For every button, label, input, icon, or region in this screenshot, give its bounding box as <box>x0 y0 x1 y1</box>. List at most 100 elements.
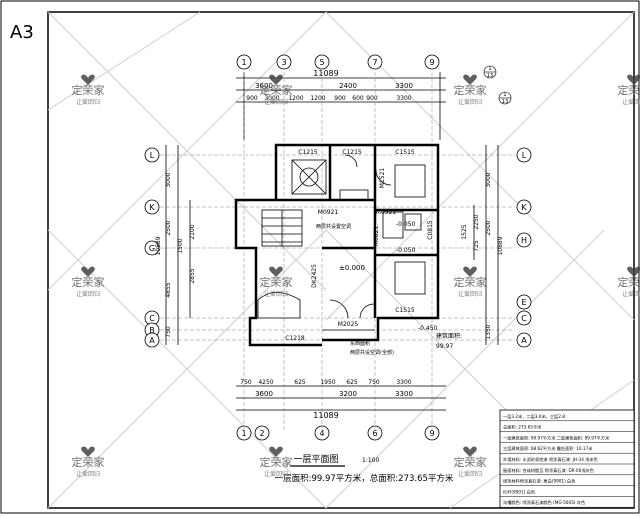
door-label-5: M2025 <box>338 321 359 328</box>
overall-width-top: 11089 <box>313 69 338 78</box>
watermark-slogan: 让爱回归 <box>76 470 100 478</box>
watermark-brand: 定荣家 <box>454 275 487 289</box>
watermark-brand: 定荣家 <box>260 275 293 289</box>
bottom-segment-dim: 4250 <box>258 379 273 386</box>
left-dim: 1500 <box>177 238 184 253</box>
window-label-1: C1215 <box>298 149 318 156</box>
watermark-slogan: 让爱回归 <box>264 98 288 106</box>
top-segment-dim: 900 <box>334 95 346 102</box>
area-caption: 建筑面积: <box>436 332 462 340</box>
watermark-slogan: 让爱回归 <box>458 98 482 106</box>
window-label-3: C1515 <box>395 149 415 156</box>
bottom-mid-dim: 3300 <box>395 390 413 398</box>
bottom-segment-dim: 3300 <box>396 379 411 386</box>
bottom-segment-dim: 750 <box>240 379 252 386</box>
axis-label-top: 9 <box>429 58 434 67</box>
bottom-segment-dim: 625 <box>294 379 306 386</box>
axis-label-left: A <box>149 336 155 345</box>
area-summary: 一层面积:99.97平方米，总面积:273.65平方米 <box>275 473 454 484</box>
title-block-row: 栏杆(9901) 白色 <box>503 488 536 495</box>
axis-label-left: L <box>150 151 155 160</box>
door-label-2: M0921 <box>376 209 397 216</box>
top-segment-dim: 3300 <box>396 95 411 102</box>
overall-depth-left: 10889 <box>155 236 162 255</box>
door-label-6: DK2425 <box>311 264 318 288</box>
bottom-segment-dim: 1950 <box>320 379 335 386</box>
door-label-3: M1521 <box>379 168 386 189</box>
axis-label-right: K <box>521 203 527 212</box>
top-segment-dim: 900 <box>246 95 258 102</box>
top-mid-dim: 2400 <box>339 82 357 90</box>
room-note-3: 两层共设空调(全部) <box>350 349 394 356</box>
left-dim: 2100 <box>189 224 196 239</box>
top-segment-dim: 900 <box>366 95 378 102</box>
top-segment-dim: 1200 <box>310 95 325 102</box>
watermark-brand: 定荣家 <box>454 83 487 97</box>
watermark-brand: 定荣家 <box>260 455 293 469</box>
axis-label-bottom: 2 <box>259 429 264 438</box>
right-dim: 1525 <box>461 224 468 239</box>
watermark-brand: 定荣家 <box>260 83 293 97</box>
bottom-segment-dim: 625 <box>346 379 358 386</box>
watermark-slogan: 让爱回归 <box>458 470 482 478</box>
door-label-4: M0821 <box>373 226 380 247</box>
axis-label-top: 7 <box>372 58 377 67</box>
title-block-row: 一层3.2米，二层3.0米，三层2.8 <box>503 413 565 420</box>
right-dim: 3000 <box>485 172 492 187</box>
right-dim: 1350 <box>485 324 492 339</box>
watermark-brand: 定荣家 <box>618 275 640 289</box>
right-dim: 10889 <box>497 236 504 255</box>
left-dim: 3000 <box>165 172 172 187</box>
right-dim: 725 <box>473 240 480 252</box>
title-block-row: 总面积: 273.65平米 <box>503 424 542 431</box>
bottom-segment-dim: 750 <box>368 379 380 386</box>
left-dim: 2500 <box>165 220 172 235</box>
title-block-row: 外墙材料: 水泥砂浆底漆 喷涂真石漆: JH-34 浅米色 <box>503 456 599 463</box>
watermark-brand: 定荣家 <box>618 83 640 97</box>
bottom-mid-dim: 3600 <box>255 390 273 398</box>
room-note-1: 东西面积 <box>350 340 370 347</box>
window-label-2: C1215 <box>342 149 362 156</box>
axis-label-right: L <box>522 151 527 160</box>
bottom-mid-dim: 3200 <box>339 390 357 398</box>
left-dim: 750 <box>165 326 172 338</box>
area-value: 99.97 <box>436 343 453 350</box>
watermark-brand: 定荣家 <box>72 455 105 469</box>
room-note-2: 两层共设置空调 <box>316 223 351 230</box>
watermark-slogan: 让爱回归 <box>622 290 640 298</box>
title-block-row: 屋面材料: 合成树脂瓦 喷涂真石漆: DR-06浅灰色 <box>503 467 595 474</box>
section-mark-1-top: 1 <box>488 66 491 72</box>
drawing-scale: 1:100 <box>362 457 379 464</box>
section-mark-2-top: 1 <box>503 92 506 98</box>
axis-label-bottom: 1 <box>241 429 246 438</box>
top-segment-dim: 600 <box>352 95 364 102</box>
axis-label-top: 5 <box>319 58 324 67</box>
watermark-slogan: 让爱回归 <box>458 290 482 298</box>
watermark-slogan: 让爱回归 <box>264 290 288 298</box>
watermark-slogan: 让爱回归 <box>76 290 100 298</box>
level-mark-2: -0.050 <box>396 221 416 228</box>
section-mark-1-bottom: 13 <box>487 73 493 79</box>
left-dim: 2855 <box>189 268 196 283</box>
section-mark-2-bottom: 13 <box>502 99 508 105</box>
watermark-slogan: 让爱回归 <box>264 470 288 478</box>
right-dim: 2250 <box>473 214 480 229</box>
title-block-row: 沟槽颜色: 喷涂真石漆颜色 (MG-5003) 灰色 <box>503 499 586 506</box>
sheet-size-label: A3 <box>10 22 34 43</box>
right-dim: 2500 <box>485 220 492 235</box>
title-block-row: 三层建筑面积: 68.62平方米 露台面积: 10.17米 <box>503 445 593 452</box>
axis-label-top: 3 <box>281 58 286 67</box>
level-mark-1: ±0.000 <box>339 264 365 272</box>
axis-label-bottom: 6 <box>372 429 377 438</box>
axis-label-bottom: 9 <box>429 429 434 438</box>
axis-label-right: H <box>521 236 527 245</box>
axis-label-right: E <box>521 298 526 307</box>
level-mark-4: -0.450 <box>418 325 438 332</box>
axis-label-bottom: 4 <box>319 429 324 438</box>
axis-label-left: K <box>149 203 155 212</box>
axis-label-right: A <box>521 336 527 345</box>
window-label-4: C1515 <box>395 307 415 314</box>
